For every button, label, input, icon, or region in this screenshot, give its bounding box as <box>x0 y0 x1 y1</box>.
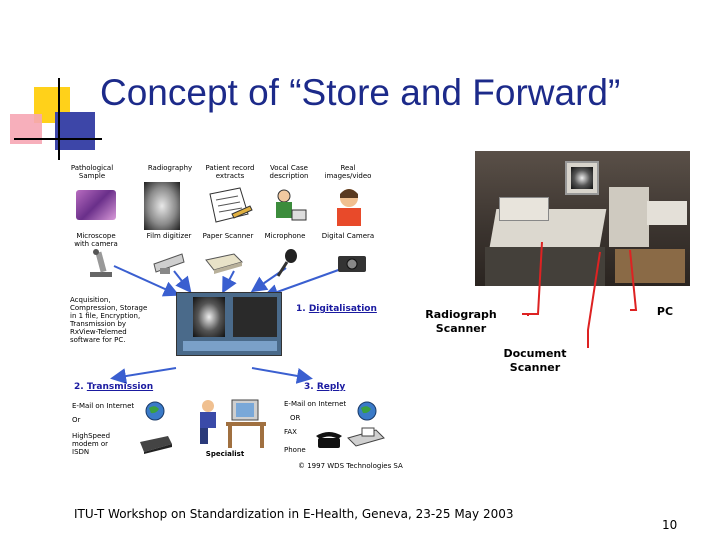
label-vocal-case: Vocal Case description <box>269 164 309 180</box>
label-real-images: Real images/video <box>324 164 372 180</box>
left-option-email: E-Mail on Internet <box>72 402 135 410</box>
label-digital-camera: Digital Camera <box>321 232 375 240</box>
document-icon <box>209 187 253 223</box>
label-microphone: Microphone <box>264 232 306 240</box>
step2-label: Transmission <box>86 382 154 392</box>
left-option-modem: HighSpeed modem or ISDN <box>72 432 111 456</box>
label-microscope: Microscope with camera <box>74 232 118 248</box>
globe-icon-right <box>357 401 377 421</box>
step3-label: Reply <box>316 382 346 392</box>
step2-number: 2. <box>74 382 84 392</box>
microphone-icon <box>276 249 297 277</box>
label-paper-scanner: Paper Scanner <box>202 232 254 240</box>
speaker-person-icon <box>276 189 307 221</box>
step3-number: 3. <box>304 382 314 392</box>
step2-heading: 2. Transmission <box>74 382 153 392</box>
label-radiograph-scanner: Radiograph Scanner <box>425 308 497 335</box>
label-document-scanner: Document Scanner <box>503 347 567 374</box>
paper-scanner-icon <box>205 253 243 274</box>
equipment-photo <box>475 151 690 286</box>
tissue-sample-image <box>76 190 116 220</box>
telephone-icon <box>316 432 342 448</box>
label-pathological-sample: Pathological Sample <box>70 164 114 180</box>
child-photo-image <box>337 189 361 226</box>
modem-icon <box>140 436 172 454</box>
step3-heading: 3. Reply <box>304 382 345 392</box>
globe-icon <box>145 401 165 421</box>
left-option-or: Or <box>72 416 81 424</box>
diagram-arrows <box>110 265 345 384</box>
label-film-digitizer: Film digitizer <box>146 232 192 240</box>
slide-title: Concept of “Store and Forward” <box>100 72 621 113</box>
slide-footer: ITU-T Workshop on Standardization in E-H… <box>74 507 514 521</box>
film-digitizer-icon <box>153 253 185 274</box>
right-option-email: E-Mail on Internet <box>284 400 347 408</box>
copyright-notice: © 1997 WDS Technologies SA <box>298 462 403 470</box>
software-screenshot <box>176 292 282 356</box>
logo-line-vertical <box>58 78 60 160</box>
label-patient-record: Patient record extracts <box>205 164 255 180</box>
specialist-workstation-icon <box>200 399 266 448</box>
page-number: 10 <box>662 518 678 532</box>
step1-number: 1. <box>296 304 306 314</box>
right-option-or: OR <box>290 414 301 422</box>
chest-xray-image <box>144 182 180 230</box>
photo-pointer-lines <box>522 241 638 348</box>
label-radiography: Radiography <box>147 164 193 172</box>
digital-camera-icon <box>338 256 366 272</box>
acquisition-description: Acquisition, Compression, Storage in 1 f… <box>70 296 148 344</box>
right-option-phone: Phone <box>284 446 306 454</box>
logo-square-blue <box>55 112 95 150</box>
label-pc: PC <box>656 305 674 318</box>
step1-heading: 1. Digitalisation <box>296 304 377 314</box>
fax-machine-icon <box>347 427 385 447</box>
specialist-label: Specialist <box>205 450 245 458</box>
store-forward-diagram: Pathological Sample Radiography Patient … <box>64 156 404 476</box>
microscope-icon <box>90 249 112 277</box>
right-option-fax: FAX <box>284 428 297 436</box>
step1-label: Digitalisation <box>308 304 377 314</box>
